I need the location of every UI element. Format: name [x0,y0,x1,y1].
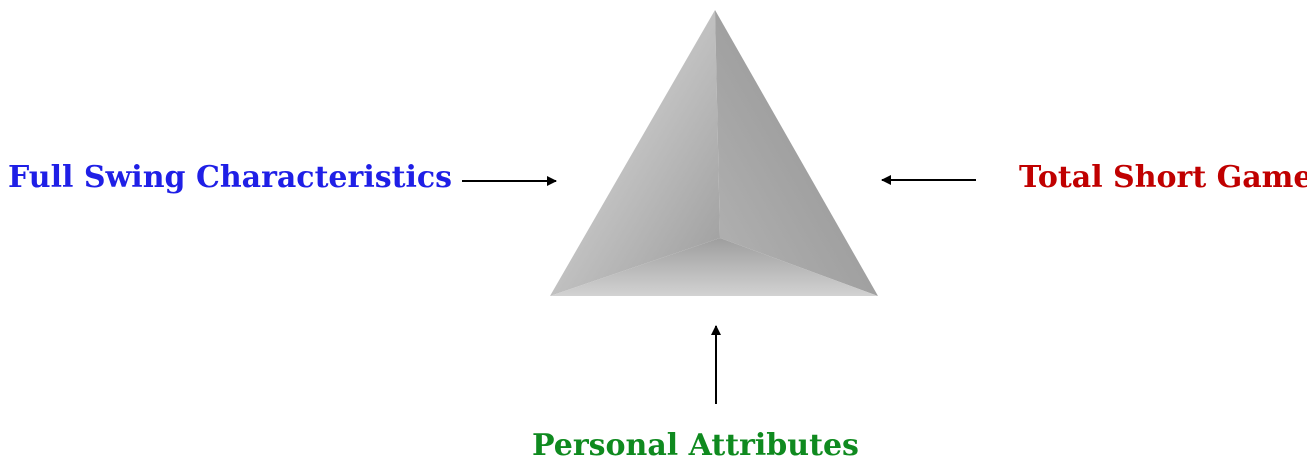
pyramid-face-bottom [550,238,878,296]
label-total-short-game: Total Short Game [1019,160,1307,195]
pyramid-face-right [715,10,878,296]
label-personal-attributes: Personal Attributes [532,428,859,463]
pyramid-shape [550,10,878,296]
label-full-swing-characteristics: Full Swing Characteristics [8,160,453,195]
pyramid-face-left [550,10,720,296]
